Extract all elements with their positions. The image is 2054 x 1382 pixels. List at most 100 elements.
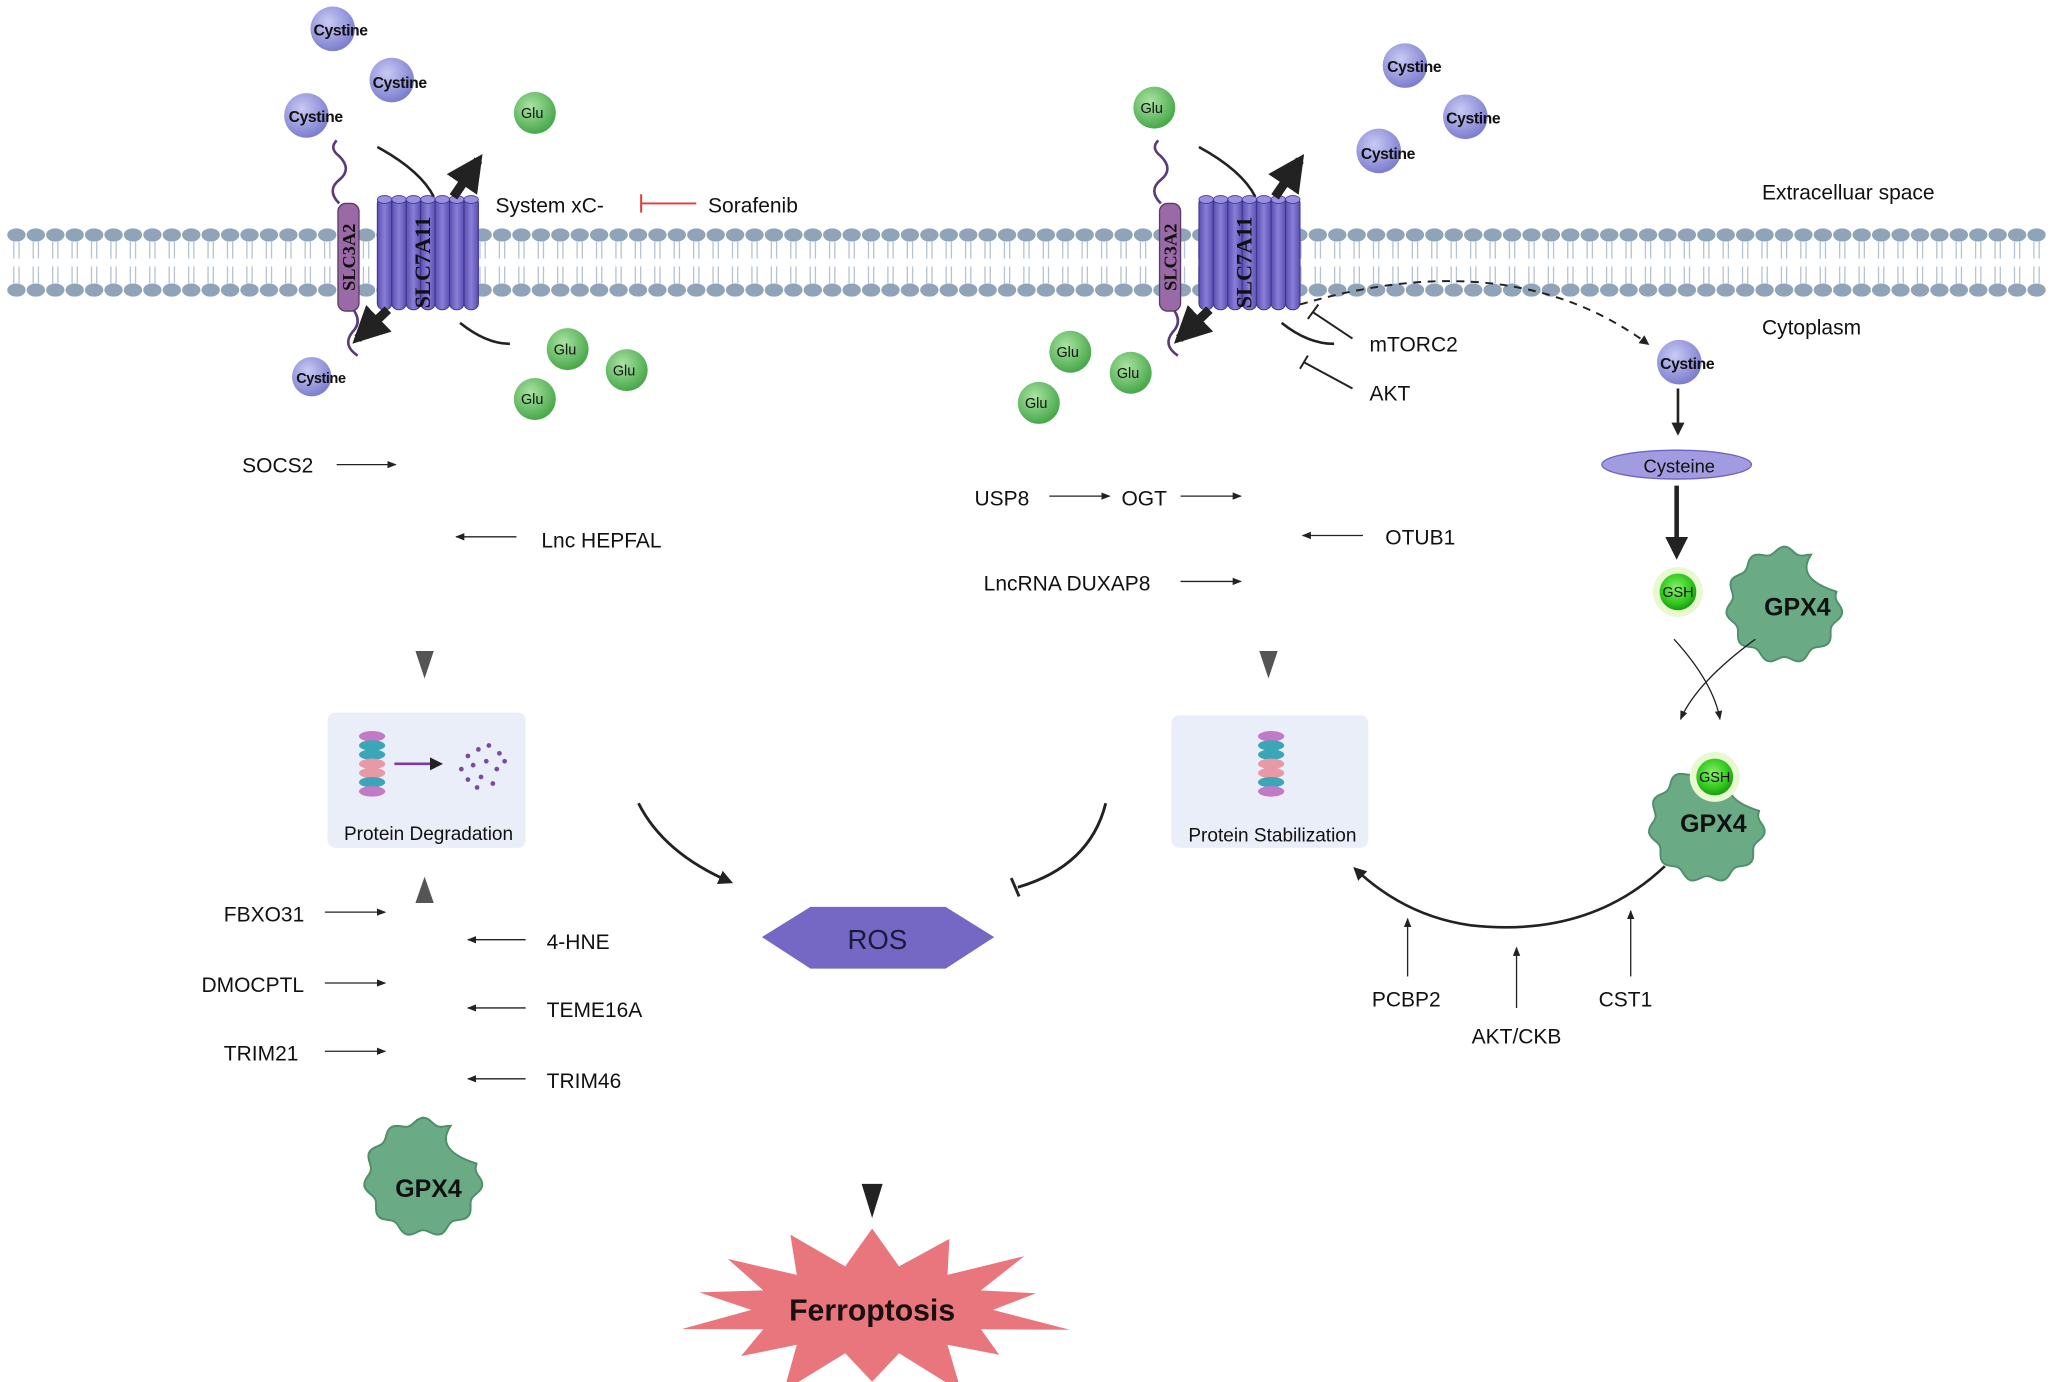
lipid-head [1600,283,1619,297]
lipid-head [1133,228,1153,242]
lipid-head [997,283,1017,297]
lipid-head [1988,228,2007,242]
cystine-import-arrow [1173,305,1214,344]
cystine-import-arrow [352,305,392,344]
lipid-head [1386,283,1405,297]
protein-strand [1257,776,1285,788]
protein-degradation-box: Protein Degradation [327,712,526,848]
lipid-head [1930,228,1949,242]
lipid-head [1658,283,1677,297]
helix-cap [391,195,407,204]
lipid-head [551,228,570,242]
lipid-head [725,228,745,242]
lipid-head [2027,228,2046,242]
slc3a2-tail [331,139,348,205]
helix-cylinder [1270,196,1287,311]
lipid-head [920,228,939,242]
svg-text:Ferroptosis: Ferroptosis [789,1294,955,1327]
stabilization-arrowhead [1259,650,1278,679]
lipid-head [861,283,881,297]
helix-cylinder [463,196,479,311]
lipid-head [667,228,687,242]
lipid-head [823,228,842,242]
svg-text:Cystine: Cystine [314,22,369,39]
helix-cylinder [434,196,451,311]
lipid-head [26,283,46,297]
lipid-head [1619,283,1638,297]
lipid-head [279,283,298,297]
lipid-head [609,283,628,297]
gpx4-enzyme: GPX4 [1725,545,1844,663]
cystine-molecule: Cystine [292,356,346,397]
lipid-head [725,283,745,297]
lipid-head [1405,228,1425,242]
lipid-head [1891,228,1910,242]
lipid-head [1969,228,1988,242]
lipid-head [143,283,162,297]
otub1-label: OTUB1 [1385,527,1455,550]
svg-text:Glu: Glu [1056,345,1078,361]
gpx4-degradation-arrowhead [415,876,434,903]
curve-top [1198,145,1257,198]
lipid-head [687,228,706,242]
lipid-head [162,228,182,242]
lipid-head [531,228,551,242]
ros-to-ferroptosis-arrowhead [861,1183,883,1218]
lipid-head [1444,228,1463,242]
lipid-head [939,283,958,297]
lipid-head [1677,283,1697,297]
lipid-head [842,228,861,242]
lipid-head [2007,283,2027,297]
lipid-head [959,228,978,242]
akt-ckb-label: AKT/CKB [1472,1025,1562,1048]
lipid-head [1969,283,1988,297]
lipid-head [1813,283,1833,297]
akt-inhibition-line [1303,361,1353,390]
lipid-head [1483,283,1502,297]
svg-text:GPX4: GPX4 [395,1175,462,1203]
lipid-head [356,283,376,297]
cystine-molecule: Cystine [310,6,369,52]
glu-molecule: Glu [605,349,648,392]
4-hne-label: 4-HNE [547,931,610,954]
lipid-head [1308,228,1328,242]
slc3a2-tail-lower [1167,307,1180,357]
lipid-head [1017,228,1036,242]
lipid-head [65,283,84,297]
lipid-head [531,283,551,297]
lipid-head [1930,283,1949,297]
lipid-head [7,228,26,242]
lipid-head [201,283,220,297]
lipid-head [764,228,784,242]
lipid-head [46,228,65,242]
lipid-head [1483,228,1502,242]
mtorc2-label: mTORC2 [1370,334,1458,357]
lipid-head [104,228,123,242]
transporter-right: SLC3A2 SLC7A11 [1153,139,1335,357]
lipid-head [803,228,822,242]
protein-strand [1257,767,1285,779]
lipid-head [823,283,842,297]
gpx4-gsh-complex: GPX4 GSH [1647,752,1766,882]
lipid-head [279,228,298,242]
lipid-head [1075,228,1094,242]
protein-strand [358,731,386,742]
lncrna-duxap8-label: LncRNA DUXAP8 [984,573,1151,596]
lipid-head [1638,283,1658,297]
lipid-head [26,228,46,242]
lipid-head [1910,283,1930,297]
lipid-head [1716,228,1735,242]
lipid-head [182,228,201,242]
gpx4-to-stabilization-arrow [1353,865,1666,929]
lipid-head [356,228,376,242]
svg-text:Glu: Glu [521,392,543,408]
ros-node: ROS [761,906,995,969]
helix-cylinder [1285,196,1301,311]
glu-molecule: Glu [513,91,556,134]
svg-text:GSH: GSH [1662,585,1693,601]
helix-cylinder [391,196,407,311]
protein-strand [358,758,386,770]
stabilization-inhibits-ros-bar [1009,877,1021,897]
lipid-head [1541,228,1561,242]
